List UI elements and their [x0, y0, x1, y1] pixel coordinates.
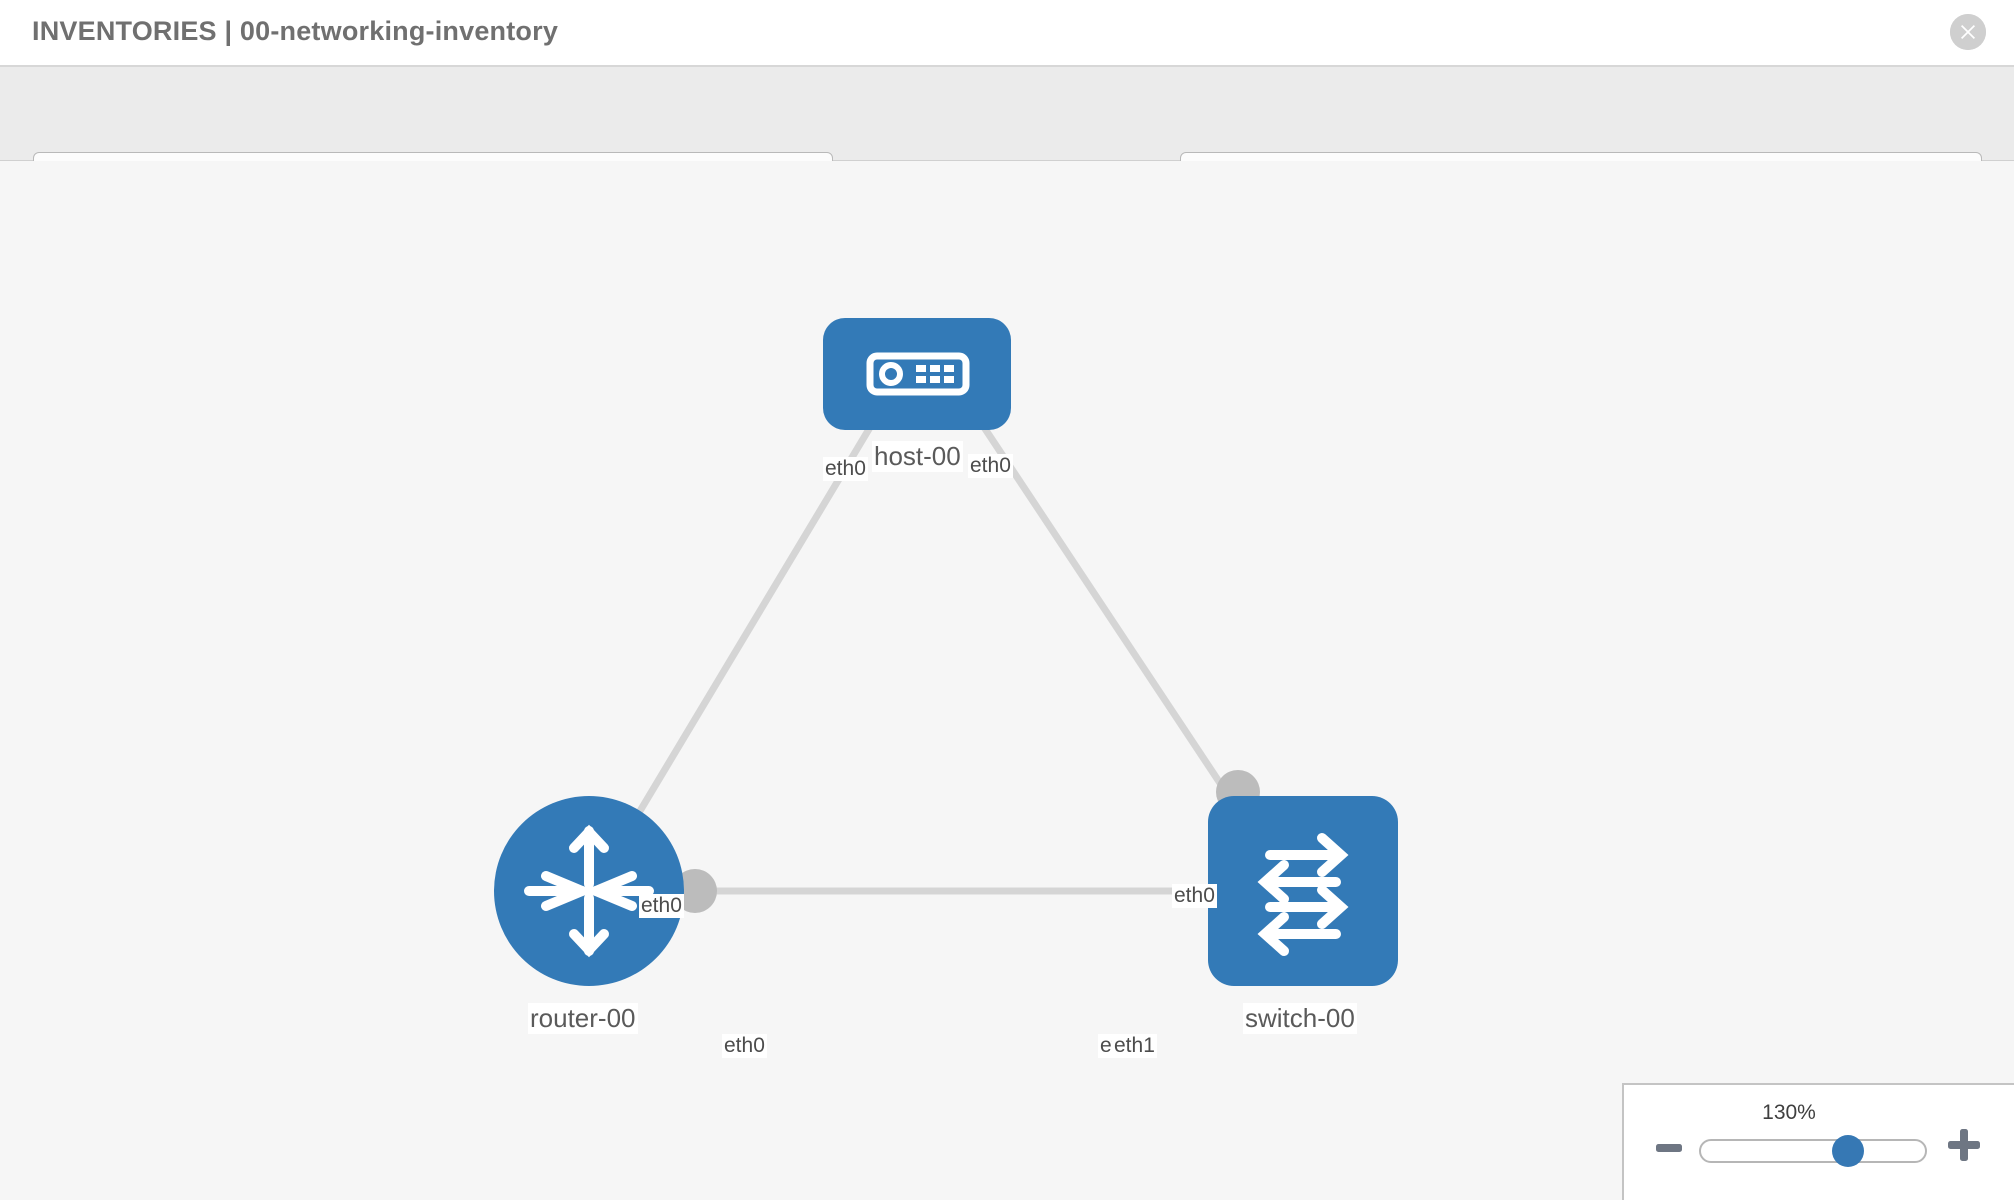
toolbar: ACTIONS SEARCH	[0, 67, 2014, 202]
edge-label-host-left: eth0	[823, 457, 868, 481]
plus-icon[interactable]	[1946, 1127, 1982, 1163]
zoom-control-panel: 130%	[1622, 1083, 2014, 1200]
edge-host-router[interactable]	[606, 377, 903, 863]
zoom-slider-thumb[interactable]	[1832, 1135, 1864, 1167]
zoom-slider-track[interactable]	[1699, 1139, 1927, 1163]
topology-node-router[interactable]	[494, 796, 684, 986]
close-icon[interactable]	[1950, 14, 1986, 50]
topology-canvas[interactable]: host-00 eth0 eth0 router-00 eth0 eth0	[0, 161, 2014, 1200]
server-icon	[866, 352, 970, 396]
edge-label-router-host: eth0	[639, 894, 684, 918]
switch-arrows-icon	[1257, 833, 1349, 956]
edge-label-switch-host: eth0	[1172, 884, 1217, 908]
edge-label-host-right: eth0	[968, 454, 1013, 478]
connector-nub	[673, 869, 717, 913]
edge-label-switch-router-b: eth1	[1112, 1034, 1157, 1058]
minus-icon[interactable]	[1654, 1133, 1684, 1163]
topology-edges	[606, 371, 1268, 913]
topology-node-switch[interactable]	[1208, 796, 1398, 986]
node-label-switch: switch-00	[1243, 1003, 1357, 1034]
page-title: INVENTORIES | 00-networking-inventory	[32, 16, 559, 46]
switch-node-shape	[1208, 796, 1398, 986]
router-arrows-icon	[524, 824, 654, 958]
host-node-shape	[823, 318, 1011, 430]
edge-host-switch[interactable]	[949, 377, 1268, 853]
page-header: INVENTORIES | 00-networking-inventory	[0, 0, 2014, 67]
topology-node-host[interactable]	[823, 318, 1011, 430]
zoom-percent-label: 130%	[1762, 1101, 1816, 1124]
edge-label-router-switch: eth0	[722, 1034, 767, 1058]
node-label-host: host-00	[872, 441, 963, 472]
node-label-router: router-00	[528, 1003, 638, 1034]
